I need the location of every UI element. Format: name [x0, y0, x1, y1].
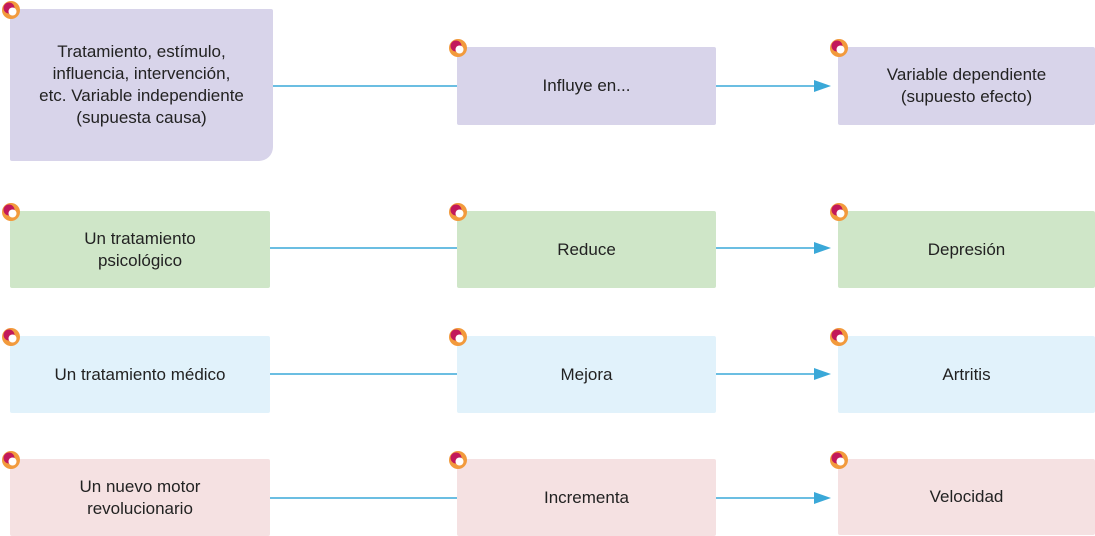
effect-label: Depresión	[927, 239, 1006, 259]
cause-label: Un nuevo motor revolucionario	[79, 476, 201, 518]
effect-label: Velocidad	[929, 487, 1004, 506]
badge-icon	[830, 328, 848, 346]
relation-label: Influye en...	[542, 76, 631, 95]
badge-icon	[2, 328, 20, 346]
arrowhead-icon	[814, 80, 831, 92]
cause-label: Un tratamiento psicológico	[84, 228, 196, 270]
badge-icon	[449, 39, 467, 57]
effect-box: Variable dependiente (supuesto efecto)	[830, 39, 1095, 125]
badge-icon	[2, 203, 20, 221]
badge-icon	[2, 451, 20, 469]
cause-box: Tratamiento, estímulo, influencia, inter…	[2, 1, 273, 161]
badge-icon	[830, 39, 848, 57]
badge-icon	[449, 203, 467, 221]
relation-box: Incrementa	[449, 451, 716, 536]
badge-icon	[449, 328, 467, 346]
relation-label: Mejora	[560, 364, 613, 384]
arrowhead-icon	[814, 368, 831, 380]
effect-box: Artritis	[830, 328, 1095, 413]
arrowhead-icon	[814, 492, 831, 504]
cause-label: Un tratamiento médico	[54, 364, 226, 384]
badge-icon	[449, 451, 467, 469]
relation-label: Reduce	[557, 239, 616, 259]
effect-label: Variable dependiente (supuesto efecto)	[886, 65, 1047, 106]
effect-label: Artritis	[942, 364, 991, 384]
cause-box: Un tratamiento psicológico	[2, 203, 270, 288]
relation-label: Incrementa	[543, 487, 630, 507]
effect-box: Velocidad	[830, 451, 1095, 535]
relation-box: Mejora	[449, 328, 716, 413]
relation-box: Influye en...	[449, 39, 716, 125]
cause-box: Un tratamiento médico	[2, 328, 270, 413]
arrowhead-icon	[814, 242, 831, 254]
badge-icon	[830, 451, 848, 469]
badge-icon	[2, 1, 20, 19]
badge-icon	[830, 203, 848, 221]
effect-box: Depresión	[830, 203, 1095, 288]
cause-label: Tratamiento, estímulo, influencia, inter…	[39, 42, 244, 127]
relation-box: Reduce	[449, 203, 716, 288]
cause-box: Un nuevo motor revolucionario	[2, 451, 270, 536]
